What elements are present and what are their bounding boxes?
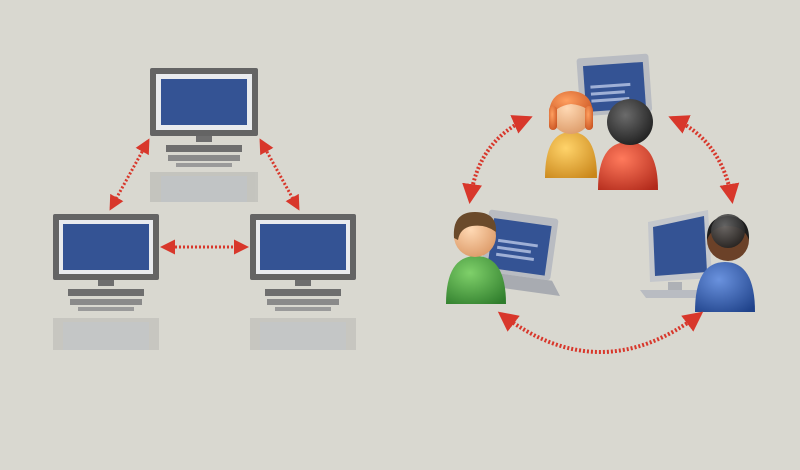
- link-right-left-arrow: [497, 311, 704, 354]
- reflection: [53, 318, 159, 350]
- monitor-screen: [260, 224, 346, 270]
- keyboard: [265, 289, 341, 296]
- person-red: [598, 99, 658, 190]
- monitor-screen: [653, 216, 707, 276]
- pair-top: [545, 53, 658, 190]
- monitor-screen: [63, 224, 149, 270]
- monitor-screen: [161, 79, 247, 125]
- hair: [453, 212, 497, 240]
- link-top-right-arrow: [668, 115, 740, 204]
- reflection: [150, 172, 258, 202]
- keyboard: [68, 289, 144, 296]
- computer-top: [150, 68, 258, 202]
- person-right: [640, 210, 755, 312]
- laptop-screen: [487, 218, 552, 276]
- left-links: [109, 138, 300, 255]
- computer-left: [53, 214, 159, 350]
- right-links: [462, 115, 740, 354]
- body: [695, 262, 755, 312]
- reflection: [250, 318, 356, 350]
- link-left-top-arrow: [462, 115, 533, 204]
- computer-right: [250, 214, 356, 350]
- body: [446, 256, 506, 304]
- link-top-left-arrow: [109, 138, 150, 211]
- head: [607, 99, 653, 145]
- link-top-right-arrow: [259, 138, 300, 211]
- person-orange: [545, 91, 597, 178]
- hair: [548, 91, 594, 118]
- monitor-right: [640, 210, 712, 298]
- keyboard: [166, 145, 242, 152]
- person-left: [446, 209, 560, 304]
- body: [598, 142, 658, 190]
- body: [545, 132, 597, 178]
